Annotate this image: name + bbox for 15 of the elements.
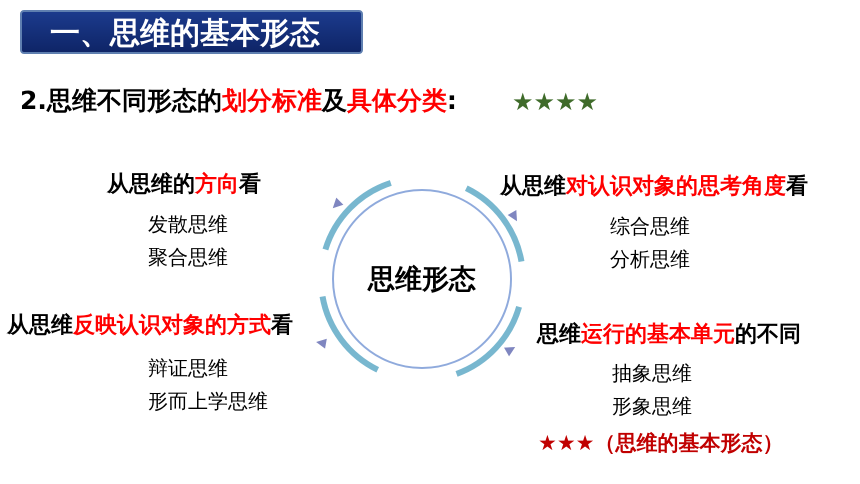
item-text: 发散思维 bbox=[148, 213, 228, 236]
item-text: 分析思维 bbox=[610, 248, 690, 271]
category-heading: 从思维反映认识对象的方式看 bbox=[7, 313, 293, 338]
category-heading: 从思维的方向看 bbox=[107, 172, 261, 198]
item-text: 辩证思维 bbox=[148, 357, 228, 380]
item-text: 抽象思维 bbox=[612, 362, 692, 385]
category-heading: 思维运行的基本单元的不同 bbox=[537, 322, 801, 348]
star-rating: ★★★★ bbox=[512, 89, 598, 117]
title-banner: 一、思维的基本形态 bbox=[20, 10, 363, 54]
star-note: ★★★（思维的基本形态） bbox=[538, 431, 784, 456]
item-text: 形象思维 bbox=[612, 395, 692, 418]
item-text: 聚合思维 bbox=[148, 246, 228, 269]
subtitle-text: 2.思维不同形态的划分标准及具体分类: bbox=[20, 87, 457, 116]
item-text: 综合思维 bbox=[610, 215, 690, 238]
item-text: 形而上学思维 bbox=[148, 390, 268, 413]
